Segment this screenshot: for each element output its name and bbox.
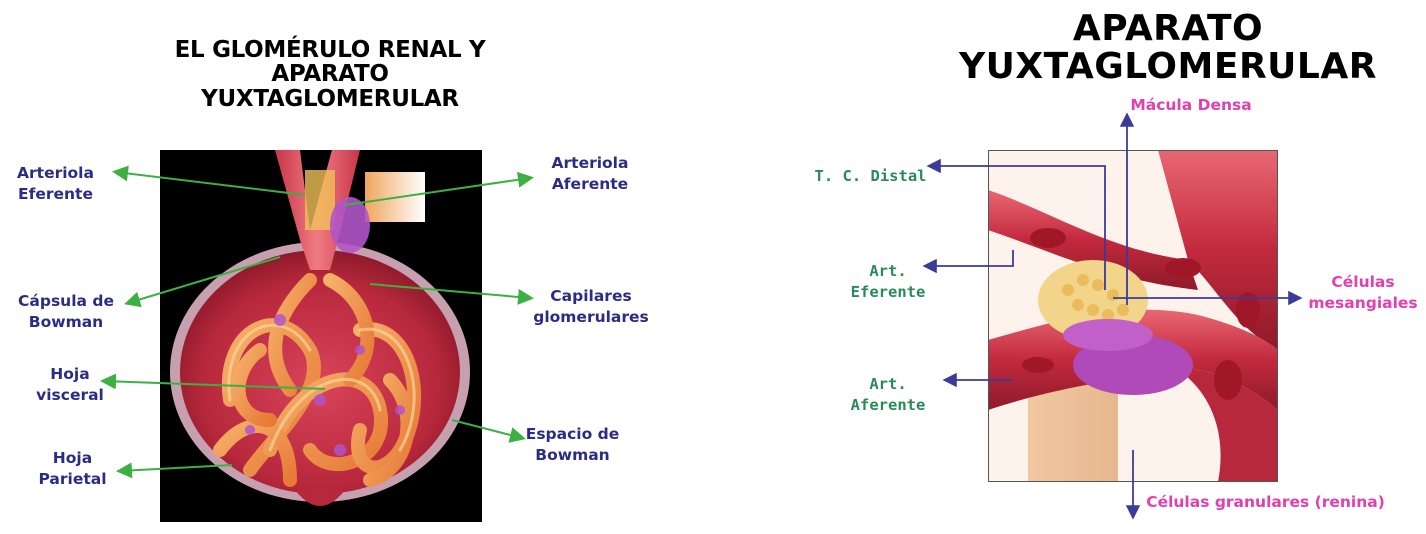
label-celulas-granulares: Células granulares (renina) [1146,493,1385,511]
label-celulas-mesangiales: Células mesangiales [1308,273,1418,312]
left-panel: EL GLOMÉRULO RENAL Y APARATO YUXTAGLOMER… [17,37,649,522]
label-capsula-bowman: Cápsula de Bowman [18,292,114,331]
right-panel: APARATO YUXTAGLOMERULAR [713,0,1426,534]
label-tc-distal: T. C. Distal [814,167,927,185]
left-diagram-title: EL GLOMÉRULO RENAL Y APARATO YUXTAGLOMER… [174,37,486,112]
label-arteriola-eferente: Arteriola Eferente [17,164,94,203]
glomerulus-illustration [160,150,482,522]
label-hoja-visceral: Hoja visceral [36,365,104,404]
label-capilares-glomerulares: Capilares glomerulares [533,287,649,326]
label-hoja-parietal: Hoja Parietal [38,449,107,488]
label-espacio-bowman: Espacio de Bowman [525,425,620,464]
label-macula-densa: Mácula Densa [1130,96,1252,114]
label-art-eferente: Art. Eferente [850,262,926,301]
right-diagram-title: APARATO YUXTAGLOMERULAR [959,8,1377,87]
jga-illustration [988,150,1278,482]
label-art-aferente: Art. Aferente [850,375,926,414]
label-arteriola-aferente: Arteriola Aferente [551,154,629,193]
